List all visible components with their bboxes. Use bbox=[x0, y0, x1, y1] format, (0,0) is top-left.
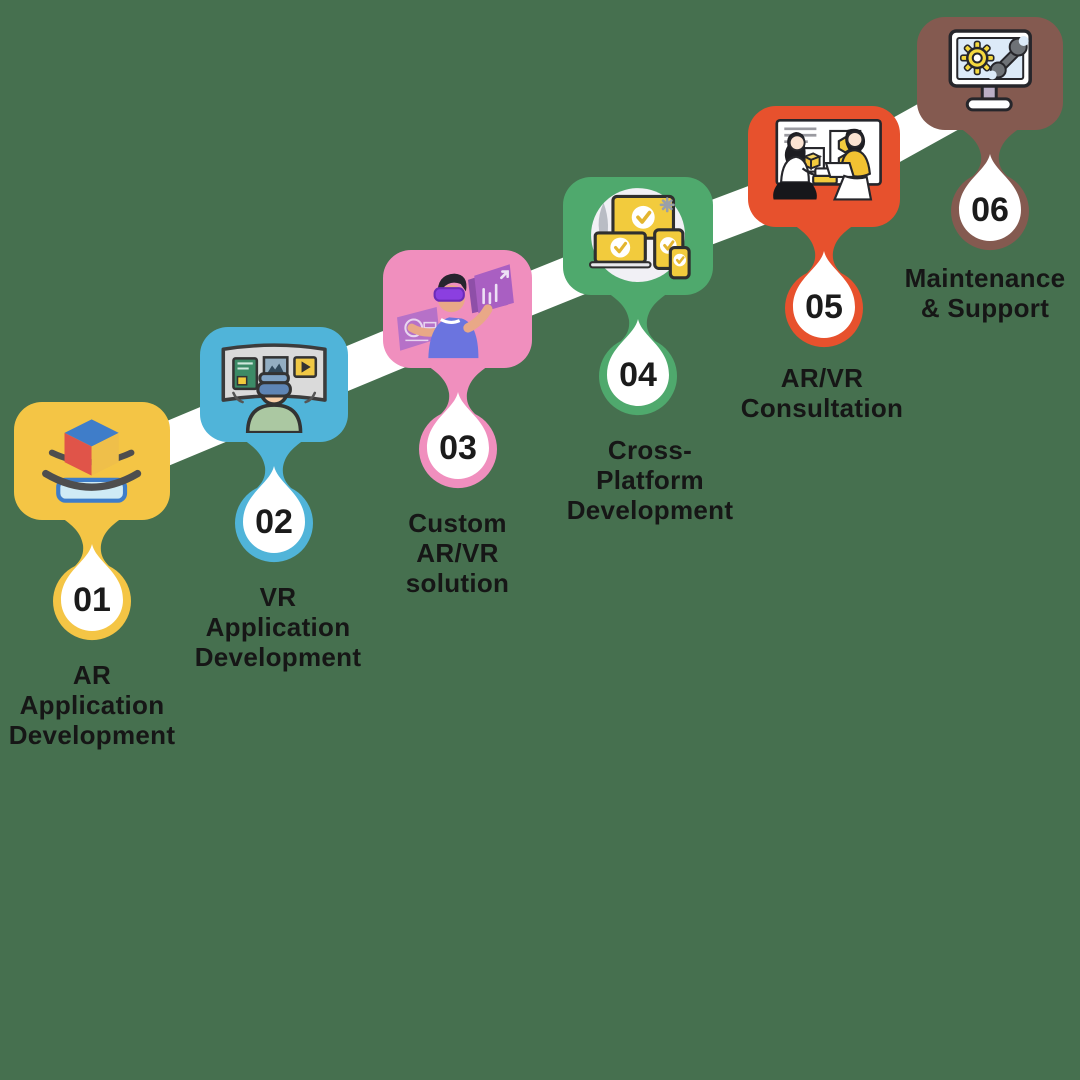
step-5: 05 AR/VR Consultation bbox=[741, 106, 903, 423]
step-3-label: Custom AR/VR solution bbox=[405, 508, 510, 598]
step-1-card bbox=[14, 402, 170, 520]
step-3: 03 Custom AR/VR solution bbox=[383, 250, 532, 598]
step-1-label: AR Application Development bbox=[8, 660, 176, 750]
step-4-label: Cross- Platform Development bbox=[566, 435, 734, 525]
step-6-number-drop: 06 bbox=[951, 128, 1029, 251]
step-2-card bbox=[200, 327, 348, 442]
step-2-label: VR Application Development bbox=[194, 582, 362, 672]
consultation-people-icon bbox=[773, 118, 883, 201]
step-3-number-drop: 03 bbox=[418, 366, 497, 489]
monitor-gear-wrench-icon bbox=[948, 29, 1032, 112]
step-5-label: AR/VR Consultation bbox=[740, 363, 904, 423]
step-6-number: 06 bbox=[971, 191, 1009, 229]
step-2: 02 VR Application Development bbox=[195, 327, 361, 672]
step-1-number-drop: 01 bbox=[53, 518, 131, 641]
step-4: 04 Cross- Platform Development bbox=[563, 177, 733, 525]
step-2-number-drop: 02 bbox=[235, 440, 313, 563]
step-1: 01 AR Application Development bbox=[9, 402, 175, 750]
step-3-card bbox=[383, 250, 532, 368]
ar-cube-rotation-icon bbox=[42, 419, 142, 504]
step-4-number: 04 bbox=[619, 356, 657, 394]
step-4-number-drop: 04 bbox=[599, 293, 677, 416]
person-vr-screens-icon bbox=[396, 264, 514, 359]
vr-headset-panorama-icon bbox=[221, 343, 327, 433]
multi-device-checkmarks-icon bbox=[588, 188, 691, 283]
step-1-number: 01 bbox=[73, 581, 111, 619]
step-6-card bbox=[917, 17, 1063, 130]
step-6: 06 Maintenance & Support bbox=[905, 17, 1065, 323]
step-3-number: 03 bbox=[439, 429, 477, 467]
step-5-number-drop: 05 bbox=[785, 225, 863, 348]
step-2-number: 02 bbox=[255, 503, 293, 541]
step-5-card bbox=[748, 106, 900, 227]
step-4-card bbox=[563, 177, 713, 295]
step-5-number: 05 bbox=[805, 288, 843, 326]
step-6-label: Maintenance & Support bbox=[904, 263, 1066, 323]
